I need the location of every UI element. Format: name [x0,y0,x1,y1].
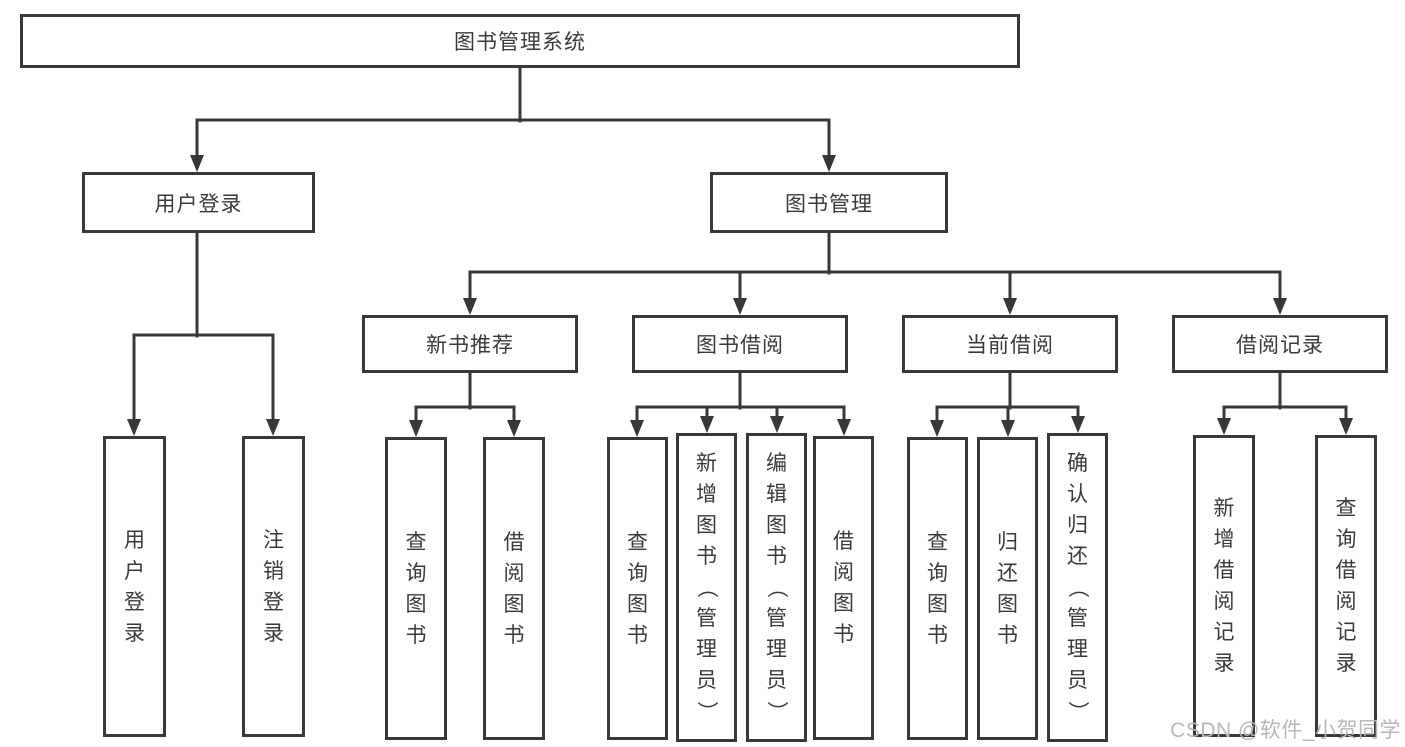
node-label: 查询图书 [405,530,427,647]
node-query-books: 查询图书 [607,437,668,740]
node-book-management: 图书管理 [710,172,948,233]
node-query-books: 查询图书 [385,437,447,740]
node-current-borrowing: 当前借阅 [902,315,1118,373]
node-label: 归还图书 [997,530,1018,647]
node-book-borrowing: 图书借阅 [632,315,848,373]
node-return-books: 归还图书 [977,437,1038,740]
node-label: 借阅图书 [503,530,525,647]
node-label: 注销登录 [263,528,284,645]
node-label: 图书借阅 [696,334,784,357]
node-borrow-books: 借阅图书 [483,437,545,740]
node-confirm-return-admin: 确认归还（管理员） [1047,433,1108,742]
node-root: 图书管理系统 [20,14,1020,68]
node-label: 图书管理系统 [454,31,586,54]
node-label: 新书推荐 [426,334,514,357]
node-label: 新增借阅记录 [1213,497,1235,675]
node-label: 借阅图书 [833,530,854,646]
node-label: 图书管理 [785,192,873,216]
watermark: CSDN @软件_小贺同学 [1170,719,1401,742]
node-label: 当前借阅 [966,334,1054,357]
node-add-books-admin: 新增图书（管理员） [676,433,737,742]
node-label: 新增图书（管理员） [695,452,718,722]
node-label: 确认归还（管理员） [1066,452,1089,722]
node-label: 用户登录 [154,192,243,216]
node-label: 查询图书 [627,530,648,647]
node-label: 用户登录 [124,528,145,645]
node-edit-books-admin: 编辑图书（管理员） [746,433,807,742]
node-logout-leaf: 注销登录 [242,436,305,737]
node-label: 查询借阅记录 [1335,497,1357,675]
node-add-borrow-record: 新增借阅记录 [1193,435,1255,737]
node-borrow-records: 借阅记录 [1172,315,1388,373]
node-user-login: 用户登录 [82,172,315,233]
node-query-borrow-record: 查询借阅记录 [1315,435,1377,737]
node-query-books: 查询图书 [907,437,968,740]
node-label: 查询图书 [927,530,948,647]
node-user-login-leaf: 用户登录 [103,436,166,737]
node-borrow-books: 借阅图书 [813,436,874,740]
node-new-book-recommend: 新书推荐 [362,315,578,373]
node-label: 借阅记录 [1236,334,1324,357]
node-label: 编辑图书（管理员） [765,452,788,722]
